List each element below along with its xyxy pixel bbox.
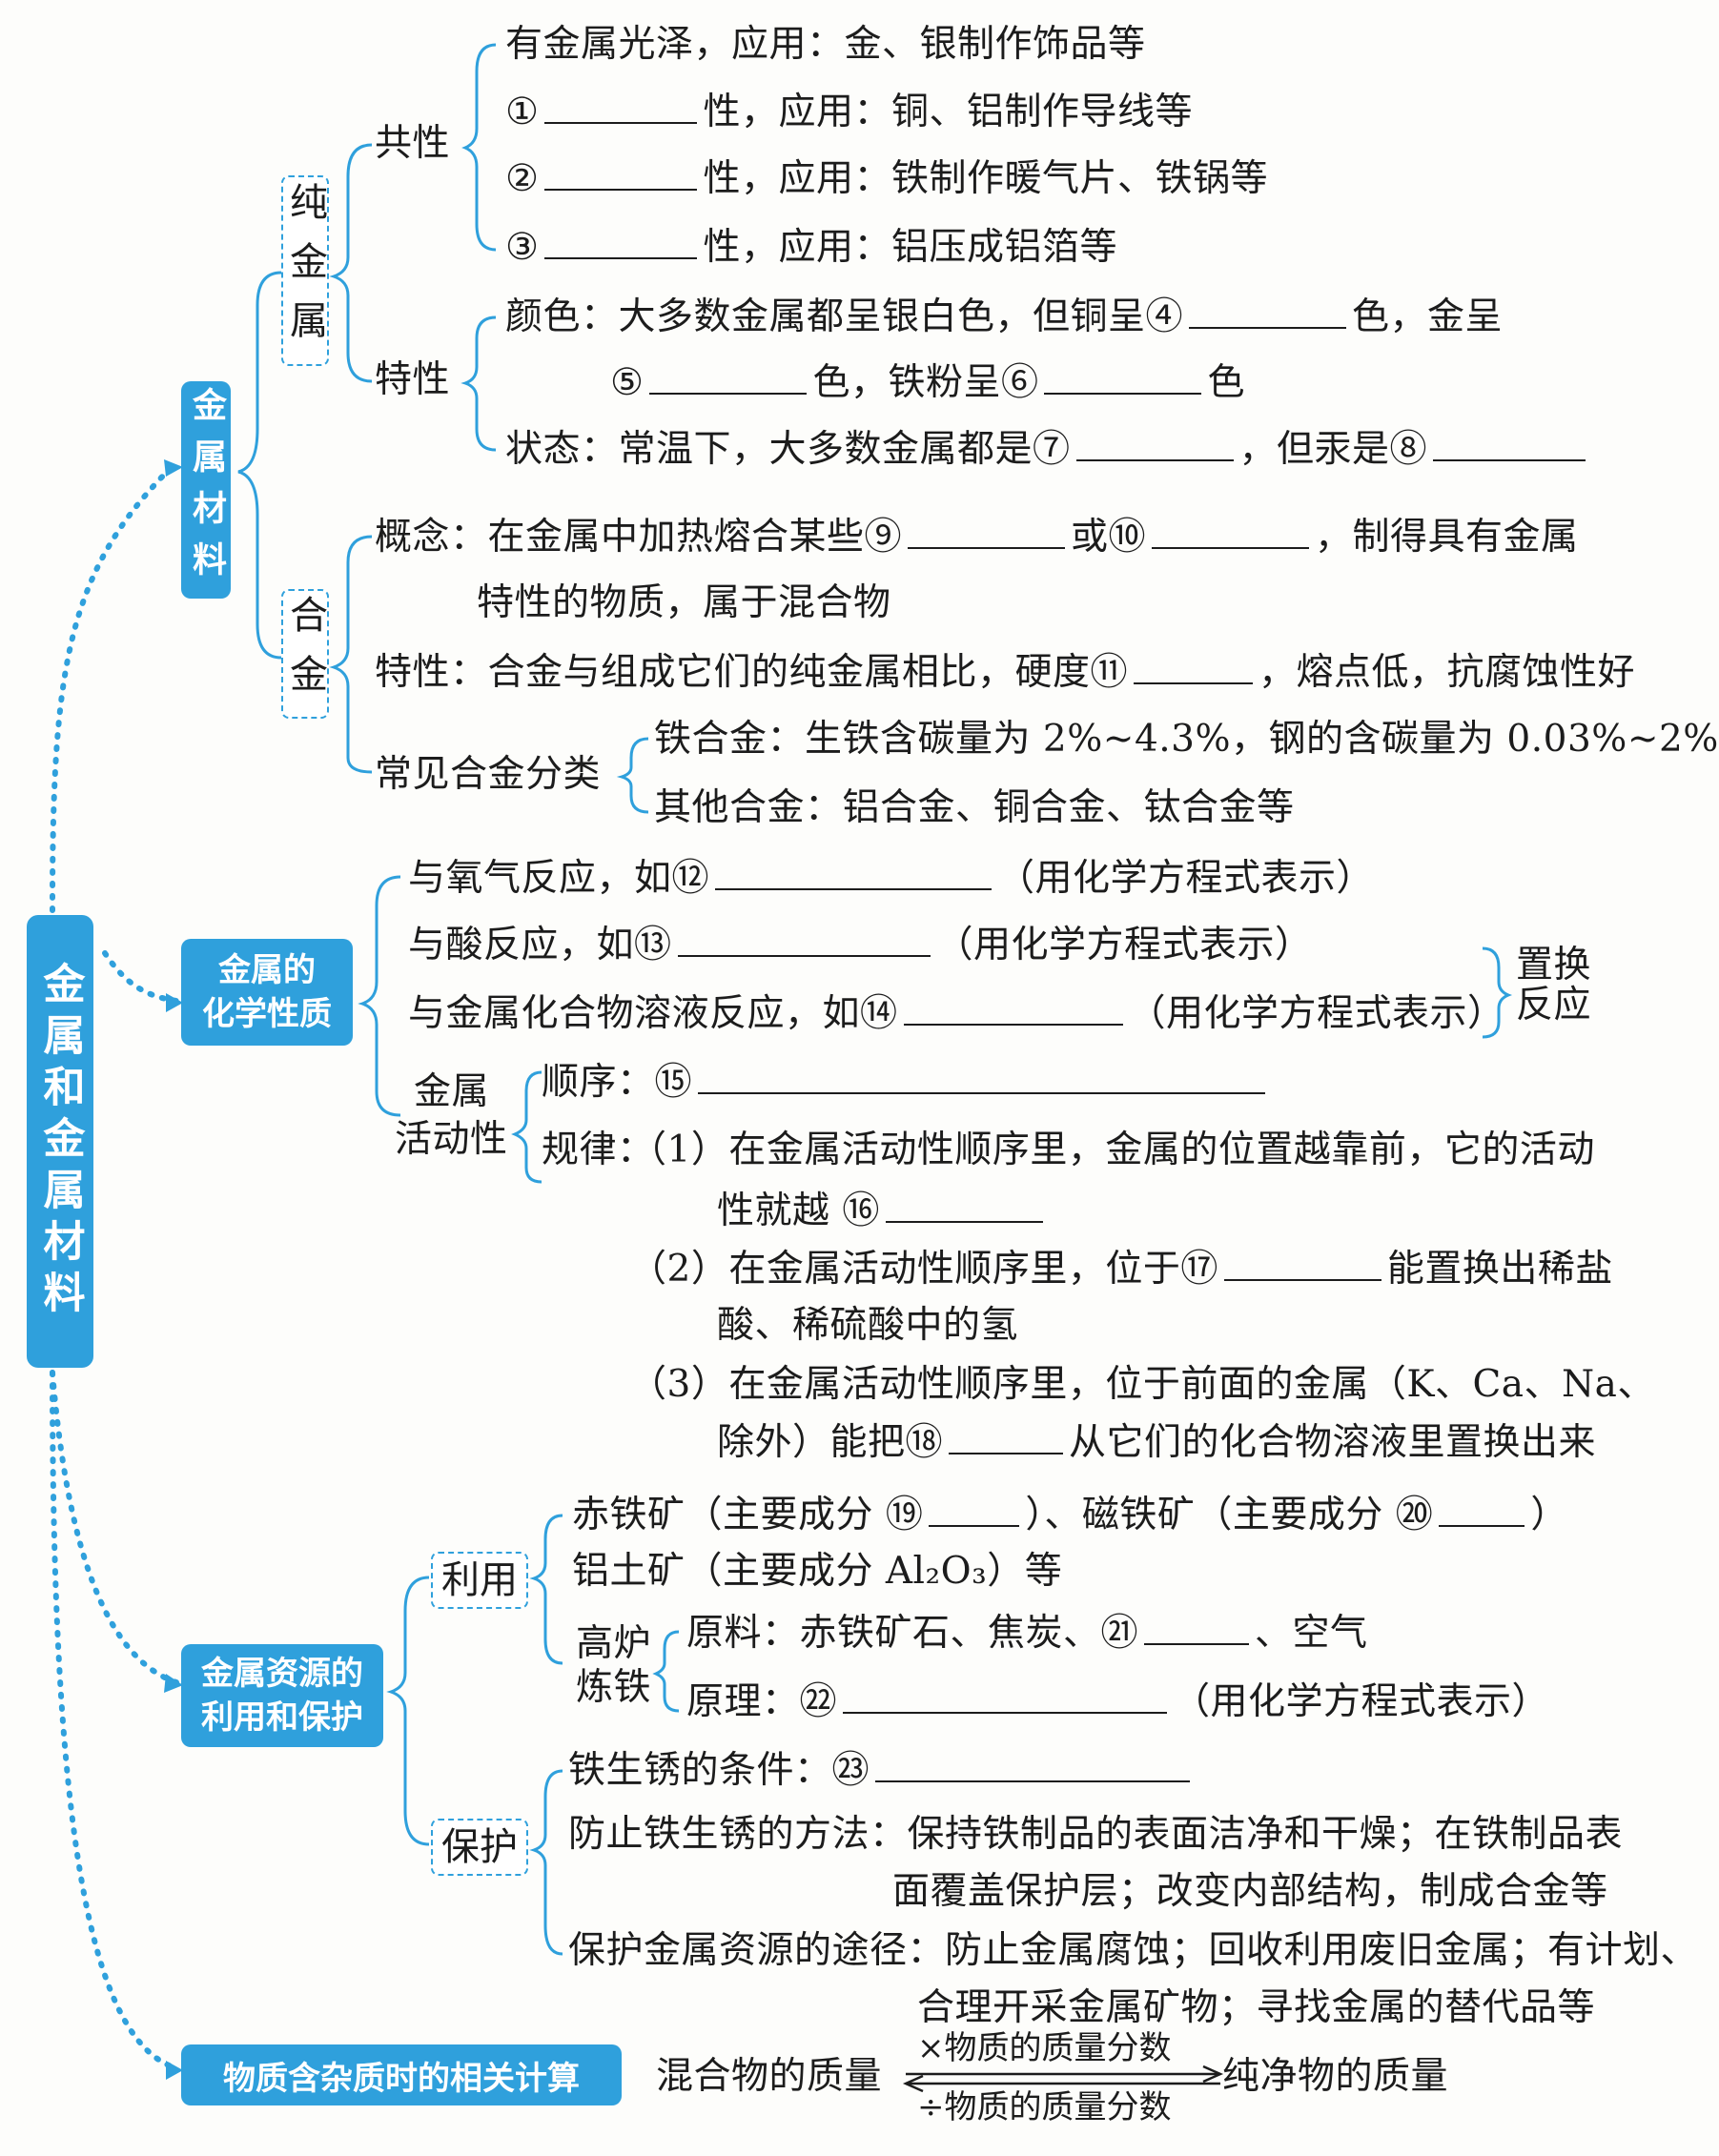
blank-15 [698, 1060, 1266, 1094]
alloy-concept-line-2: 特性的物质，属于混合物 [477, 581, 891, 624]
mind-map: 金属和金属材料 金属材料 纯金属 合金 共性 有金属光泽，应用：金、银制作饰品等… [27, 23, 1718, 2126]
pure-substance-mass: 纯净物的质量 [1222, 2055, 1449, 2098]
blank-21 [1144, 1611, 1250, 1645]
blank-10 [1152, 515, 1310, 549]
oxygen-reaction: 与氧气反应，如⑫（用化学方程式表示） [408, 856, 1375, 900]
prevent-rust-line-2: 面覆盖保护层；改变内部结构，制成合金等 [892, 1870, 1608, 1913]
impurity-calc-label: 物质含杂质时的相关计算 [223, 2059, 580, 2098]
blank-7 [1075, 427, 1234, 461]
principle-line: 原理：㉒（用化学方程式表示） [686, 1679, 1550, 1723]
metal-materials-label: 金属材料 [187, 387, 226, 593]
conserve-line-2: 合理开采金属矿物；寻找金属的替代品等 [917, 1986, 1596, 2029]
activity-line-1: 金属 [414, 1070, 490, 1113]
rule-1-line-2: 性就越 ⑯ [717, 1189, 1049, 1233]
special-property-label: 特性 [375, 358, 451, 401]
rule-3-line-1: （3）在金属活动性顺序里，位于前面的金属（K、Ca、Na、 [629, 1363, 1655, 1406]
furnace-line-2: 炼铁 [576, 1666, 652, 1709]
blank-11 [1134, 650, 1254, 684]
ore-line: 赤铁矿（主要成分 ⑲）、磁铁矿（主要成分 ⑳） [572, 1493, 1568, 1536]
furnace-line-1: 高炉 [576, 1622, 652, 1665]
blank-22 [843, 1679, 1168, 1714]
protect-label: 保护 [441, 1825, 518, 1869]
blank-5 [649, 360, 808, 395]
blank-14 [903, 991, 1123, 1026]
pure-metal-node: 纯金属 [281, 175, 329, 366]
blank-19 [929, 1493, 1020, 1527]
resources-label-line2: 利用和保护 [201, 1698, 363, 1737]
pure-metal-label: 纯金属 [283, 182, 327, 359]
activity-line-2: 活动性 [395, 1118, 508, 1161]
impurity-calc-node: 物质含杂质时的相关计算 [181, 2044, 622, 2105]
alloy-types-label: 常见合金分类 [375, 753, 602, 796]
bauxite-line: 铝土矿（主要成分 Al₂O₃）等 [572, 1550, 1063, 1593]
blank-2 [544, 156, 698, 191]
root-label: 金属和金属材料 [35, 961, 85, 1322]
blank-1 [544, 90, 698, 124]
metal-materials-node: 金属材料 [181, 381, 231, 599]
prevent-rust-line-1: 防止铁生锈的方法：保持铁制品的表面洁净和干燥；在铁制品表 [568, 1813, 1624, 1856]
formula-top: ×物质的质量分数 [917, 2029, 1172, 2067]
blank-9 [908, 515, 1066, 549]
rule-prefix: 规律： [542, 1129, 655, 1171]
blank-3 [544, 225, 698, 259]
rust-conditions: 铁生锈的条件：㉓ [568, 1748, 1196, 1793]
state-line: 状态：常温下，大多数金属都是⑦，但汞是⑧ [505, 427, 1591, 472]
rule-2-line-2: 酸、稀硫酸中的氢 [717, 1304, 1019, 1347]
blank-13 [677, 923, 931, 957]
blank-23 [875, 1748, 1191, 1782]
common-property-label: 共性 [375, 122, 451, 165]
salt-reaction: 与金属化合物溶液反应，如⑭（用化学方程式表示） [408, 991, 1505, 1035]
chemical-properties-node: 金属的 化学性质 [181, 939, 353, 1046]
connector-lines [50, 43, 1513, 2093]
alloy-type-iron: 铁合金：生铁含碳量为 2%~4.3%，钢的含碳量为 0.03%~2% [654, 718, 1719, 761]
mixture-mass: 混合物的质量 [656, 2055, 883, 2098]
blank-4 [1189, 295, 1347, 329]
activity-order: 顺序：⑮ [542, 1060, 1271, 1105]
blank-17 [1223, 1247, 1381, 1281]
conserve-line-1: 保护金属资源的途径：防止金属腐蚀；回收利用废旧金属；有计划、 [568, 1929, 1699, 1972]
root-node: 金属和金属材料 [27, 915, 93, 1368]
replacement-line-1: 置换 [1516, 944, 1592, 986]
resources-label-line1: 金属资源的 [201, 1655, 363, 1693]
acid-reaction: 与酸反应，如⑬（用化学方程式表示） [408, 923, 1313, 966]
alloy-type-other: 其他合金：铝合金、铜合金、钛合金等 [654, 786, 1295, 829]
alloy-property-line: 特性：合金与组成它们的纯金属相比，硬度⑪，熔点低，抗腐蚀性好 [375, 650, 1636, 694]
rule-1-line-1: （1）在金属活动性顺序里，金属的位置越靠前，它的活动 [629, 1129, 1595, 1171]
alloy-label: 合金 [283, 595, 327, 713]
blank-12 [715, 856, 993, 890]
blank-8 [1433, 427, 1586, 461]
protect-node: 保护 [431, 1819, 528, 1876]
common-item-1: 有金属光泽，应用：金、银制作饰品等 [505, 23, 1146, 66]
use-label: 利用 [441, 1558, 518, 1602]
blank-18 [949, 1420, 1064, 1454]
alloy-node: 合金 [281, 589, 329, 719]
resources-node: 金属资源的 利用和保护 [181, 1644, 383, 1747]
chemical-label-line1: 金属的 [218, 951, 316, 989]
chemical-label-line2: 化学性质 [202, 995, 332, 1033]
raw-materials-line: 原料：赤铁矿石、焦炭、㉑、空气 [686, 1611, 1368, 1655]
use-node: 利用 [431, 1552, 528, 1609]
blank-20 [1439, 1493, 1525, 1527]
formula-bottom: ÷物质的质量分数 [917, 2088, 1172, 2126]
blank-16 [885, 1189, 1043, 1223]
replacement-line-2: 反应 [1516, 984, 1592, 1027]
blank-6 [1044, 360, 1202, 395]
